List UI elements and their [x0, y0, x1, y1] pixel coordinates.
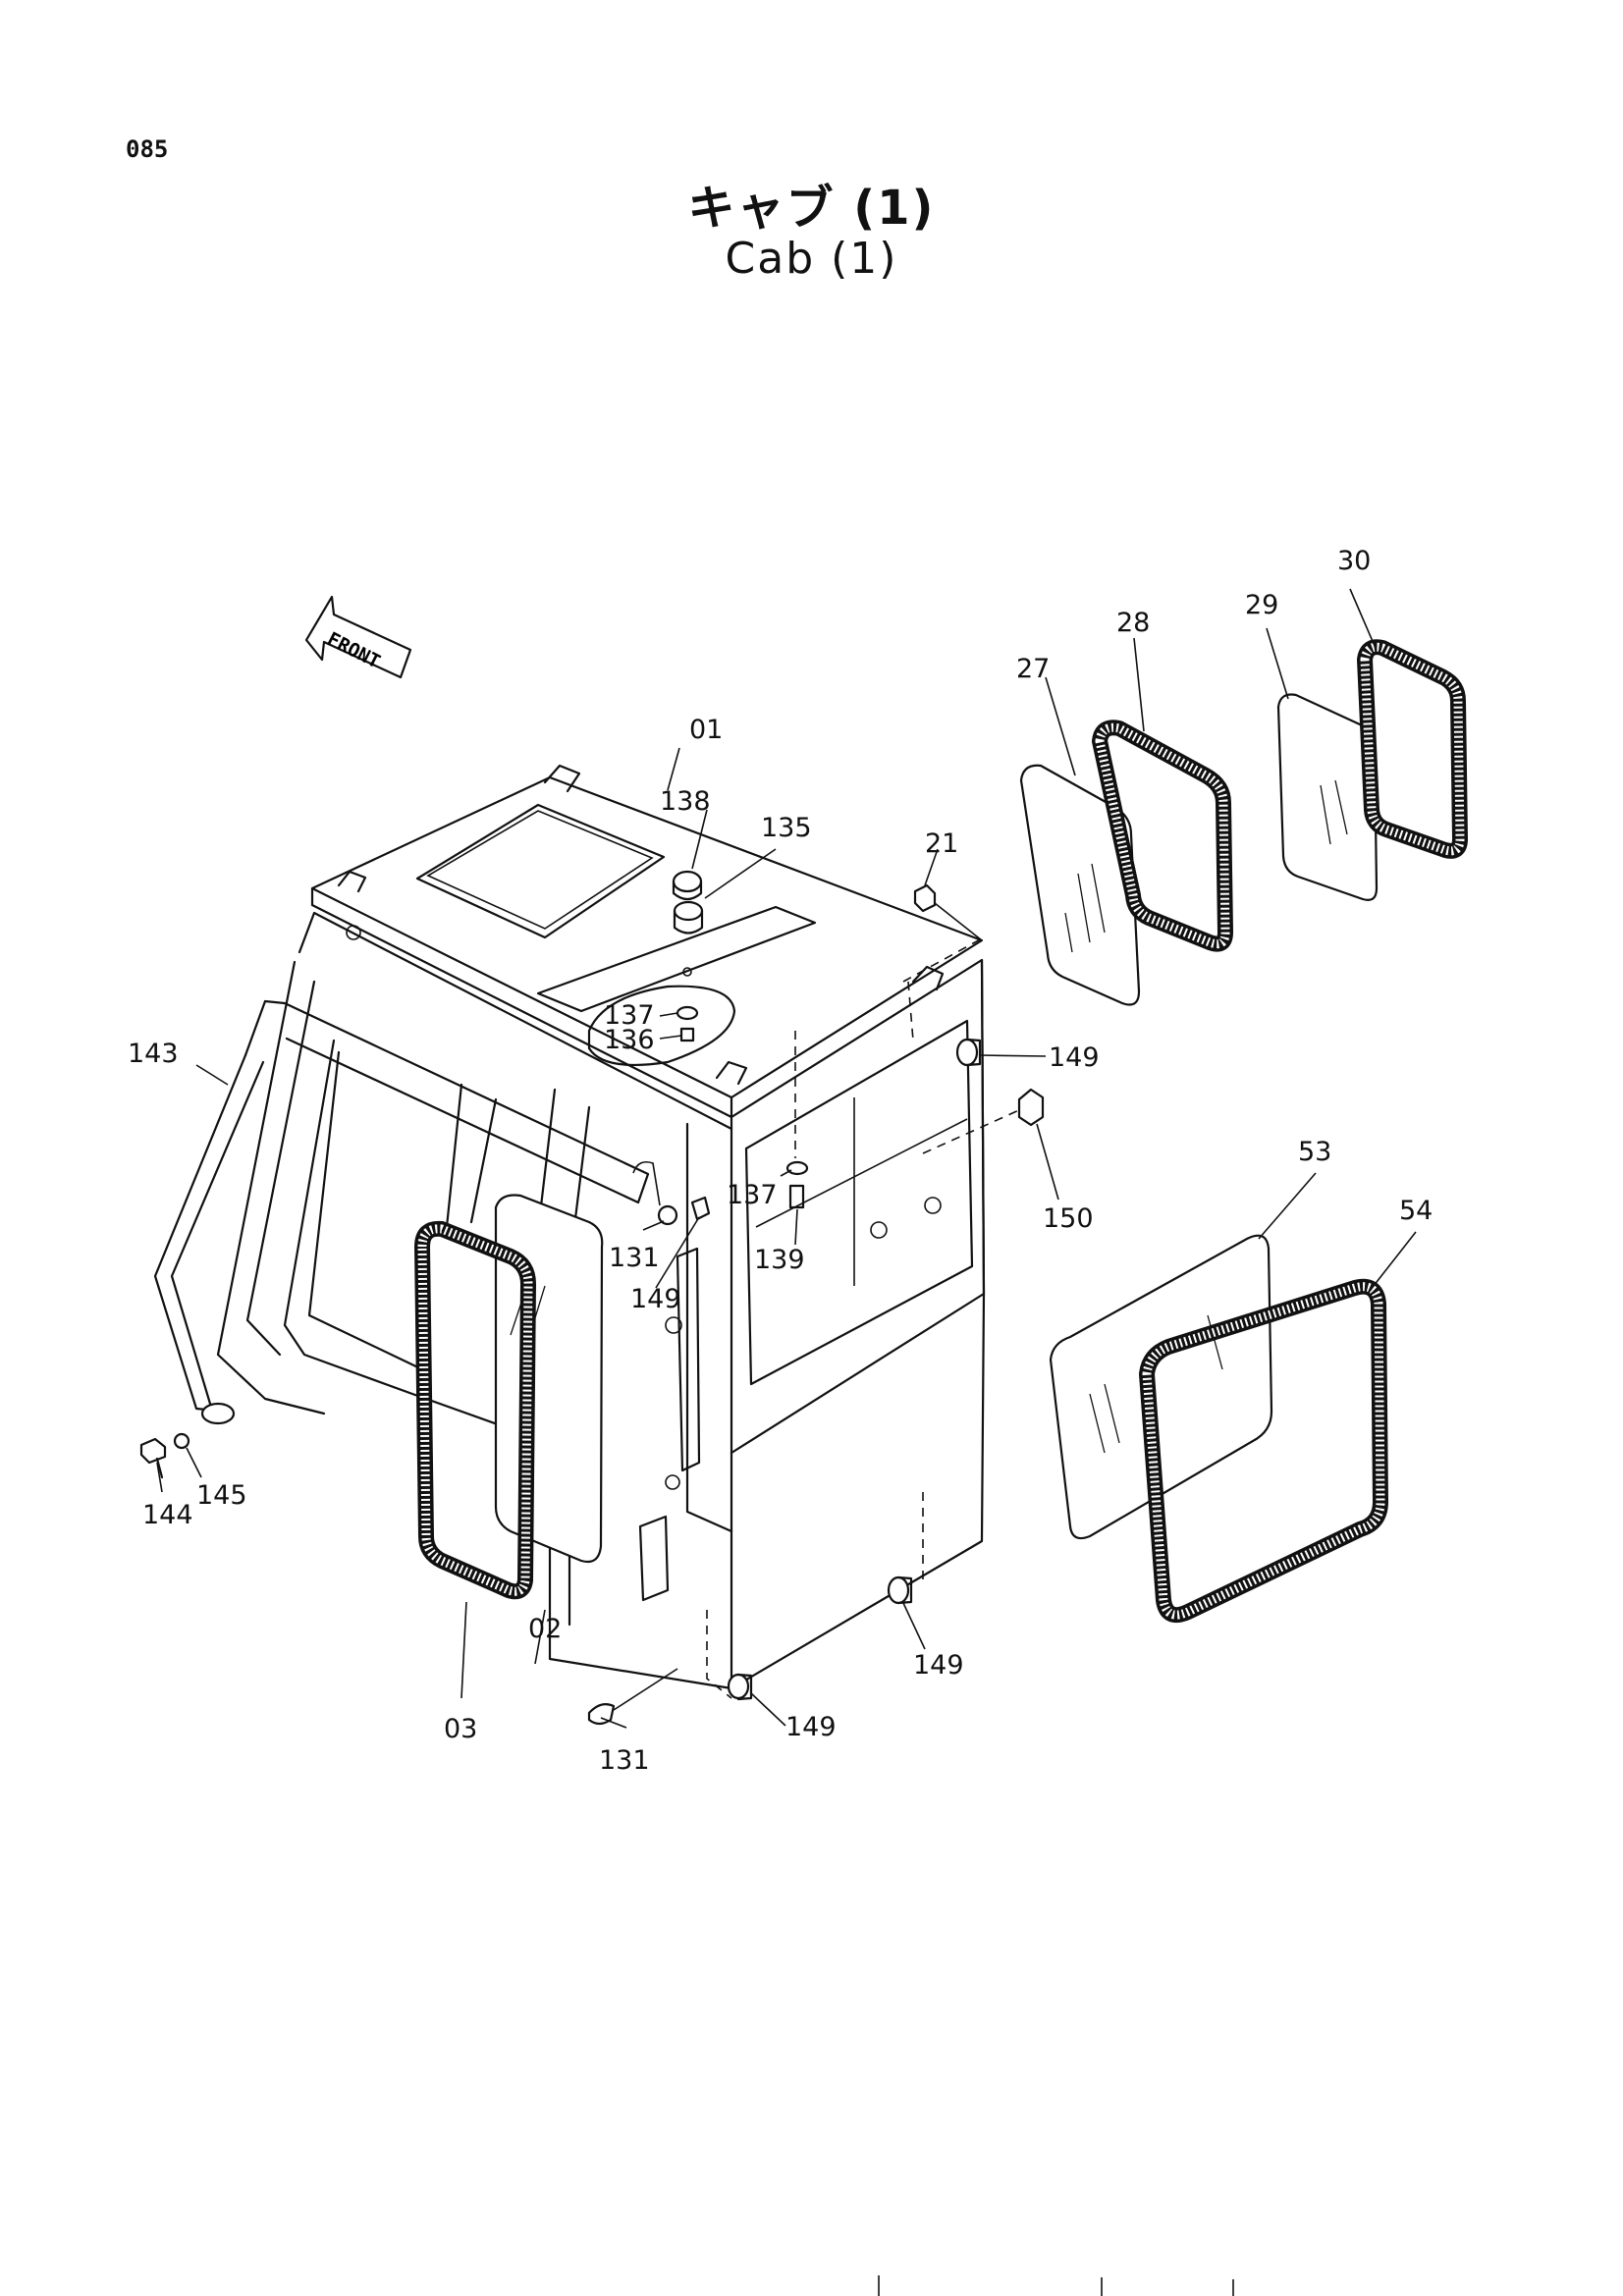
- page-number: 085: [126, 135, 169, 163]
- label-part-144: 144: [142, 1500, 193, 1530]
- fasteners: [139, 870, 1045, 1726]
- label-part-136: 136: [604, 1025, 655, 1055]
- label-part-149-lower-center: 149: [785, 1712, 837, 1742]
- label-part-145: 145: [196, 1480, 247, 1511]
- label-part-149-mid: 149: [630, 1284, 681, 1314]
- front-arrow-text: FRONT: [324, 628, 384, 673]
- label-part-28: 28: [1116, 608, 1150, 638]
- label-part-150: 150: [1043, 1203, 1094, 1234]
- label-part-02: 02: [528, 1614, 562, 1644]
- label-part-131-upper: 131: [609, 1243, 660, 1273]
- label-part-30: 30: [1337, 546, 1371, 576]
- page-title-japanese: キャブ (1): [687, 181, 936, 236]
- window-seal-28: [1092, 720, 1233, 952]
- label-part-143: 143: [128, 1039, 179, 1069]
- label-part-54: 54: [1399, 1196, 1433, 1226]
- handrail: [153, 999, 650, 1425]
- label-part-139: 139: [754, 1245, 805, 1275]
- window-seal-30: [1357, 639, 1468, 859]
- window-glass-27: [1019, 764, 1141, 1006]
- label-part-149-lower-right: 149: [913, 1650, 964, 1681]
- label-part-149-upper-right: 149: [1049, 1042, 1100, 1073]
- label-part-21: 21: [925, 828, 958, 859]
- label-part-131-lower: 131: [599, 1745, 650, 1776]
- label-part-137-upper: 137: [604, 1000, 655, 1031]
- label-part-27: 27: [1016, 654, 1050, 684]
- label-part-53: 53: [1298, 1137, 1331, 1167]
- label-part-03: 03: [444, 1714, 477, 1744]
- part-labels: 01 02 03 21 27 28 29 30 53 54 131 131 13…: [128, 546, 1433, 1776]
- window-glass-29: [1276, 693, 1379, 901]
- page-title-english: Cab (1): [725, 234, 898, 284]
- label-part-29: 29: [1245, 590, 1278, 620]
- door-seal-03: [414, 1220, 536, 1600]
- leader-lines: [156, 588, 1417, 1729]
- label-part-138: 138: [660, 786, 711, 817]
- front-direction-arrow: FRONT: [304, 595, 412, 679]
- label-part-137-lower: 137: [727, 1180, 778, 1210]
- rear-seal-54: [1139, 1278, 1388, 1623]
- scan-marks: [878, 2275, 1234, 2296]
- rear-glass-53: [1049, 1234, 1273, 1540]
- label-part-135: 135: [761, 813, 812, 843]
- label-part-01: 01: [689, 715, 723, 745]
- cab-frame: [216, 764, 1022, 1699]
